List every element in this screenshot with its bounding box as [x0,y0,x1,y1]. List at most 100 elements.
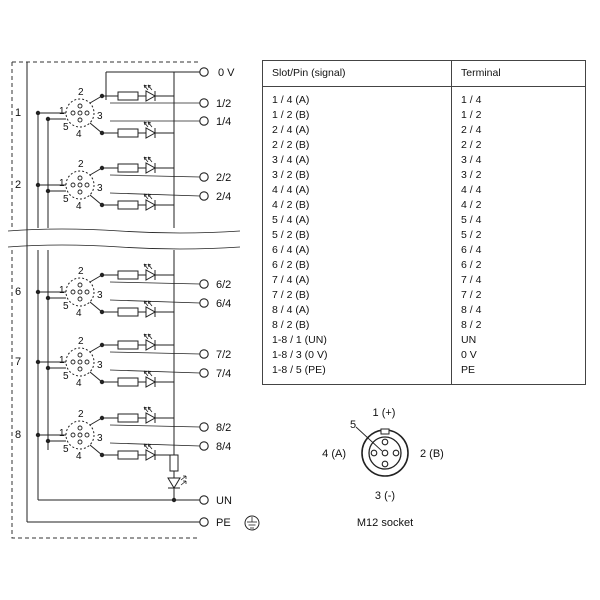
cell-signal: 8 / 2 (B) [272,319,310,331]
light-emission-arrows [143,263,153,270]
led-icon [145,162,157,174]
wire [89,444,103,456]
pin-label-5: 5 [63,122,69,133]
housing-outline: 0 V [7,61,241,539]
cell-terminal: 1 / 2 [451,108,586,123]
cell-terminal: UN [451,333,586,348]
resistor-icon [117,128,139,138]
wire [89,167,103,176]
slot-label: 2 [15,179,21,191]
terminal-pe-label: PE [216,517,231,529]
socket-pin3-label: 3 (-) [375,490,395,502]
terminal-label-b: 8/2 [216,422,231,434]
connector-pin-icon [77,110,83,116]
light-emission-arrows [143,121,153,128]
m12-connector-icon [65,277,95,307]
resistor-icon [117,200,139,210]
m12-connector-icon [65,98,95,128]
resistor-icon [117,91,139,101]
cell-terminal: 7 / 2 [451,288,586,303]
pin-label-5: 5 [63,301,69,312]
socket-pin2-label: 2 (B) [420,448,444,460]
table-row: 8 / 4 (A)8 / 4 [263,303,586,318]
cell-signal: 1 / 4 (A) [272,94,310,106]
led-icon [145,339,157,351]
pin-label-3: 3 [97,183,103,194]
connector-pin-icon [70,182,76,188]
cell-terminal: 4 / 4 [451,183,586,198]
table-row: 3 / 2 (B)3 / 2 [263,168,586,183]
cell-signal: 3 / 4 (A) [272,154,310,166]
connector-pin-icon [70,359,76,365]
wire [89,344,103,353]
connector-pin-icon [77,175,83,181]
pin-label-2: 2 [78,87,84,98]
m12-connector-icon [65,170,95,200]
cell-signal: 1 / 2 (B) [272,109,310,121]
connector-pin-icon [84,182,90,188]
pin-label-1: 1 [59,285,65,296]
slot-label: 6 [15,286,21,298]
table-row: 7 / 4 (A)7 / 4 [263,273,586,288]
cell-terminal: PE [451,363,586,385]
wire [89,371,103,383]
pin-label-1: 1 [59,106,65,117]
table-row: 6 / 4 (A)6 / 4 [263,243,586,258]
slot-label: 8 [15,429,21,441]
led-icon [145,90,157,102]
cell-terminal: 4 / 2 [451,198,586,213]
cell-signal: 2 / 2 (B) [272,139,310,151]
pin-label-3: 3 [97,111,103,122]
connector-pin-icon [77,359,83,365]
cell-signal: 1-8 / 3 (0 V) [272,349,328,361]
resistor-icon [117,450,139,460]
table-row: 1 / 4 (A)1 / 4 [263,86,586,108]
junction-dot [99,379,105,385]
junction-dot [171,497,177,503]
junction-dot [99,93,105,99]
pin-label-5: 5 [63,444,69,455]
terminal-label-a: 7/4 [216,368,231,380]
terminal-icon [199,279,209,289]
led-icon [145,376,157,388]
resistor-icon [169,454,179,472]
terminal-label-a: 2/4 [216,191,231,203]
table-row: 6 / 2 (B)6 / 2 [263,258,586,273]
cell-signal: 3 / 2 (B) [272,169,310,181]
light-emission-arrows [143,156,153,163]
housing-bottom-edge [11,250,200,539]
connector-pin-icon [84,289,90,295]
signal-wire-a [109,369,201,374]
wire [89,274,103,283]
terminal-icon [199,98,209,108]
connector-pin-icon [77,182,83,188]
pin-label-1: 1 [59,355,65,366]
signal-terminal-table: Slot/Pin (signal) Terminal 1 / 4 (A)1 / … [262,60,586,385]
table-row: 4 / 4 (A) 4 / 4 [263,183,586,198]
resistor-icon [117,377,139,387]
signal-wire-b [109,351,201,355]
cell-signal: 4 / 4 (A) [272,184,310,196]
connector-pin-icon [84,432,90,438]
led-icon [145,269,157,281]
cell-terminal: 8 / 4 [451,303,586,318]
cell-terminal: 5 / 4 [451,213,586,228]
terminal-label-b: 2/2 [216,172,231,184]
terminal-label-a: 1/4 [216,116,231,128]
signal-wire-a [109,442,201,447]
light-emission-arrows [143,333,153,340]
pin-label-4: 4 [76,378,82,389]
cell-signal: 5 / 2 (B) [272,229,310,241]
connector-pin-icon [70,432,76,438]
light-emission-arrows [180,475,187,486]
connector-pin-icon [77,103,83,109]
terminal-label-a: 6/4 [216,298,231,310]
wire [89,95,103,104]
pin-label-4: 4 [76,129,82,140]
signal-wire-b [109,424,201,428]
connector-pin-icon [77,289,83,295]
pin-label-3: 3 [97,290,103,301]
